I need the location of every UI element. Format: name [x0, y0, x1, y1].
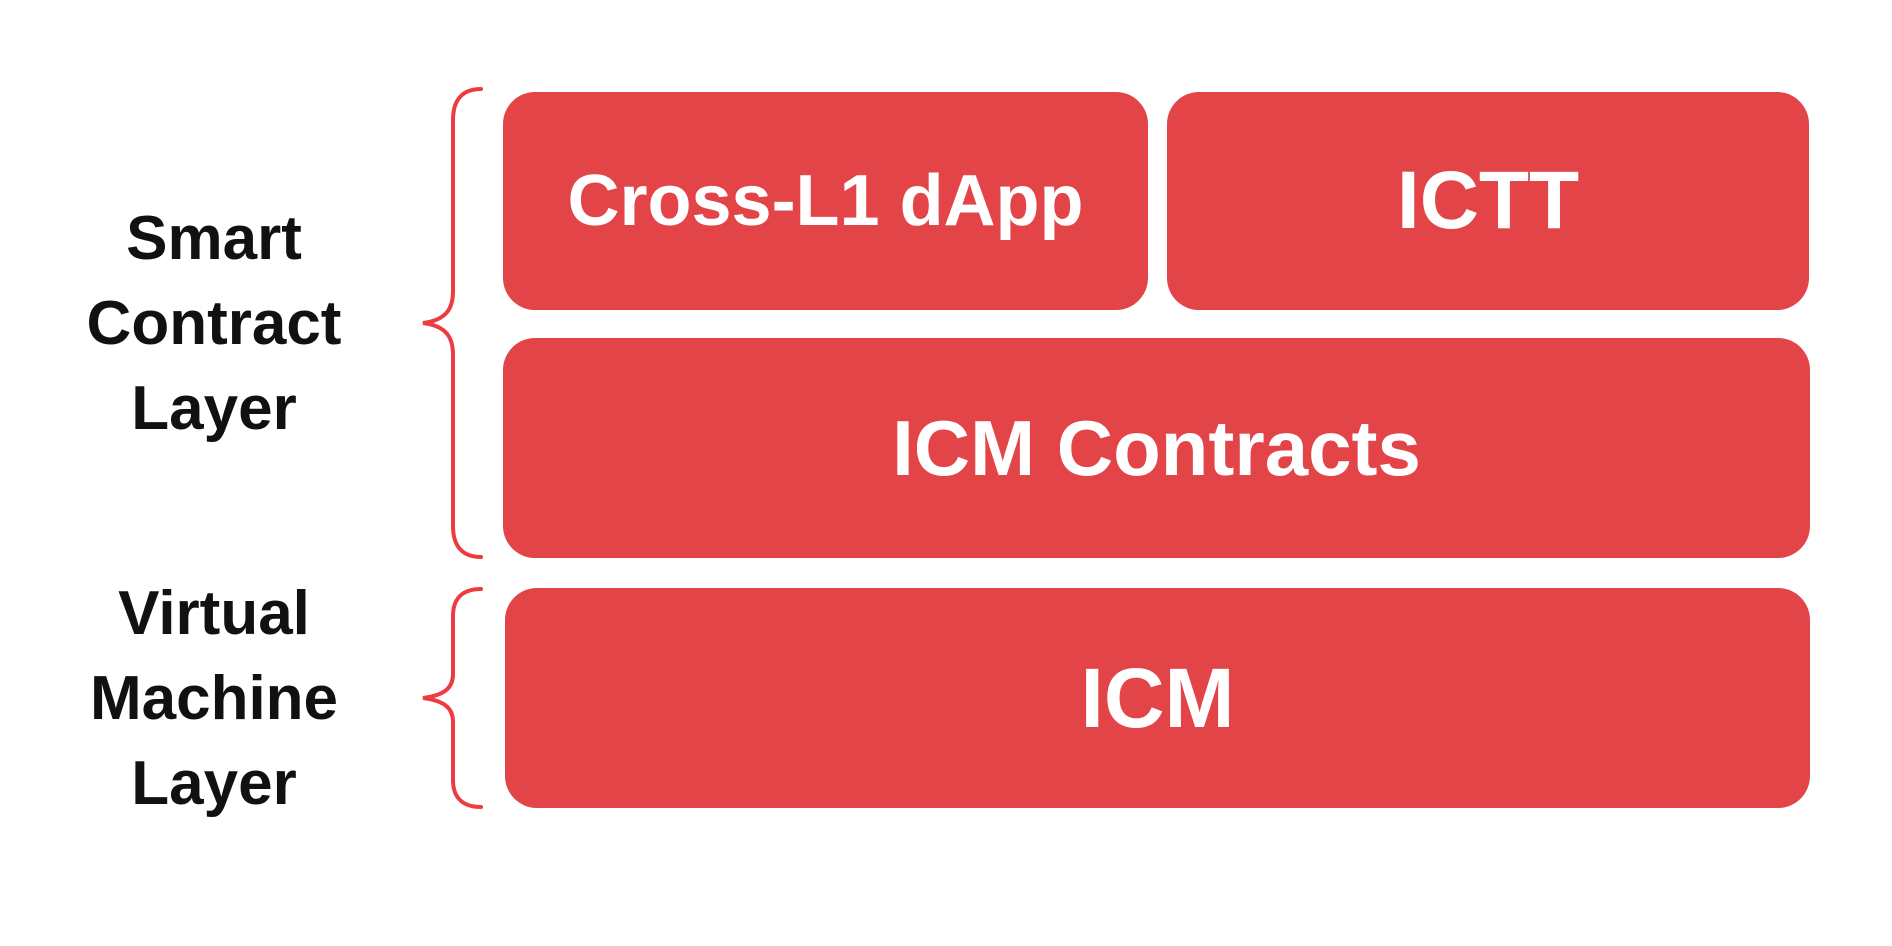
cross-l1-dapp-box: Cross-L1 dApp — [503, 92, 1148, 310]
layer-label-line: Layer — [131, 374, 297, 443]
layer-label-line: Layer — [131, 749, 297, 818]
layer-label-line: Contract — [86, 289, 342, 358]
ictt-box: ICTT — [1167, 92, 1809, 310]
brace-icon — [422, 87, 483, 559]
layer-label-line: Smart — [126, 204, 302, 273]
icm-contracts-box: ICM Contracts — [503, 338, 1810, 558]
layer-label-line: Virtual — [118, 579, 310, 648]
brace-icon — [422, 587, 483, 809]
ictt-box-label: ICTT — [1396, 155, 1580, 246]
icm-box-label: ICM — [1080, 650, 1235, 745]
virtual-machine-layer-label: Virtual Machine Layer — [24, 571, 404, 826]
smart-contract-layer-label: Smart Contract Layer — [24, 196, 404, 451]
layer-label-line: Machine — [89, 664, 339, 733]
icm-box: ICM — [505, 588, 1810, 808]
icm-contracts-box-label: ICM Contracts — [892, 403, 1421, 492]
cross-l1-dapp-box-label: Cross-L1 dApp — [567, 161, 1084, 241]
